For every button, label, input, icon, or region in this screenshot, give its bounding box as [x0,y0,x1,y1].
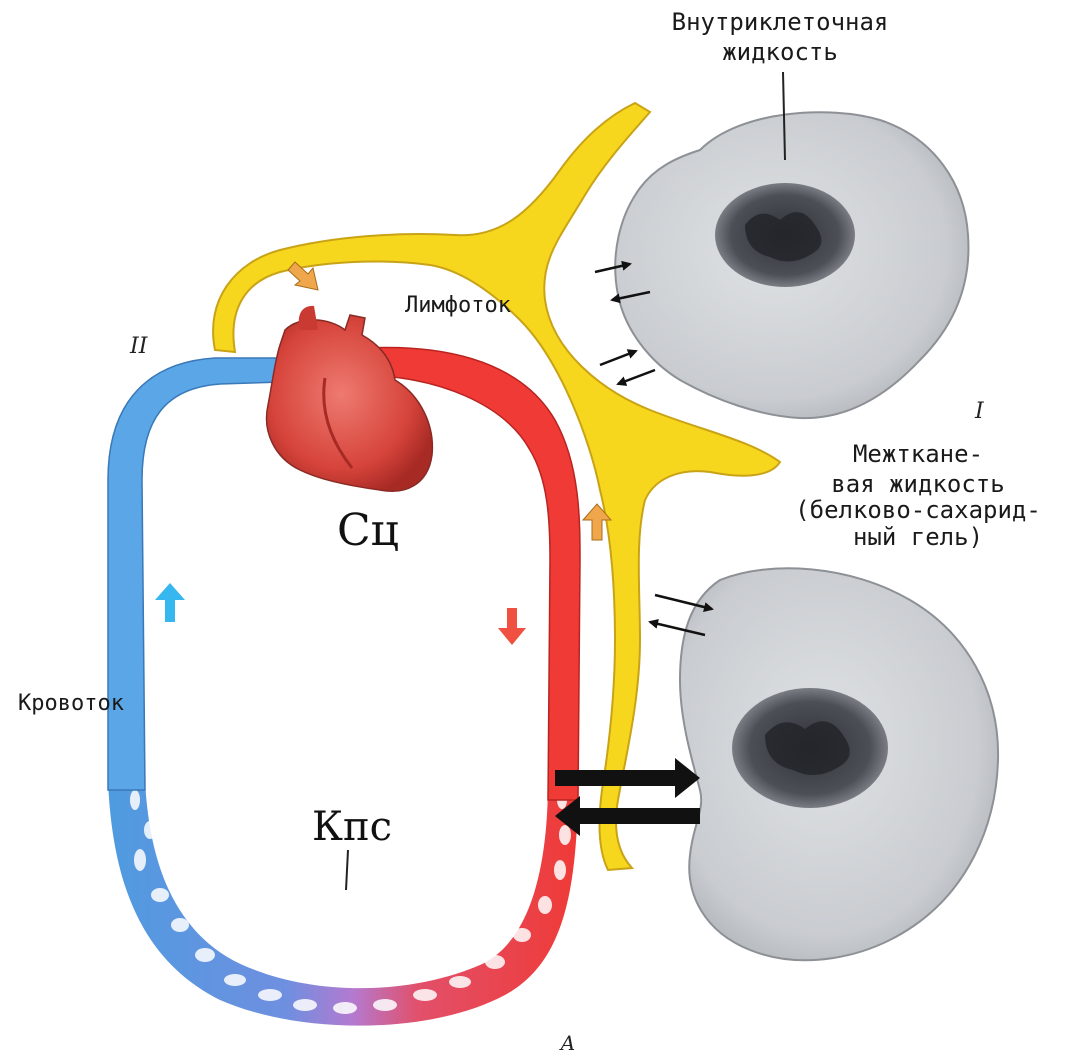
label-lymph-flow: Лимфоток [405,293,511,318]
label-intracellular-line2: жидкость [722,38,838,66]
label-interstitial-line3: (белково-сахарид- [795,496,1041,524]
label-numeral-two: II [129,334,149,359]
cell-top [615,112,968,418]
cell-bottom [680,568,998,960]
label-numeral-one: I [974,399,985,424]
label-capillary-bed: Кпс [312,804,392,850]
label-interstitial-line4: ный гель) [853,523,983,551]
heart [267,306,433,491]
label-interstitial-line1: Межткане- [853,440,983,468]
arrow-icon [618,370,655,384]
venous-vessel [108,358,282,790]
label-intracellular-line1: Внутриклеточная [672,8,889,36]
pointer-line [346,850,348,890]
arrow-icon [498,608,526,645]
arrow-icon [555,796,700,836]
label-interstitial-line2: вая жидкость [831,470,1004,498]
label-letter-a: А [558,1031,575,1055]
arrow-icon [600,351,636,365]
arrow-icon [155,583,185,622]
label-blood-flow: Кровоток [18,691,124,716]
label-heart: Сц [337,505,399,556]
